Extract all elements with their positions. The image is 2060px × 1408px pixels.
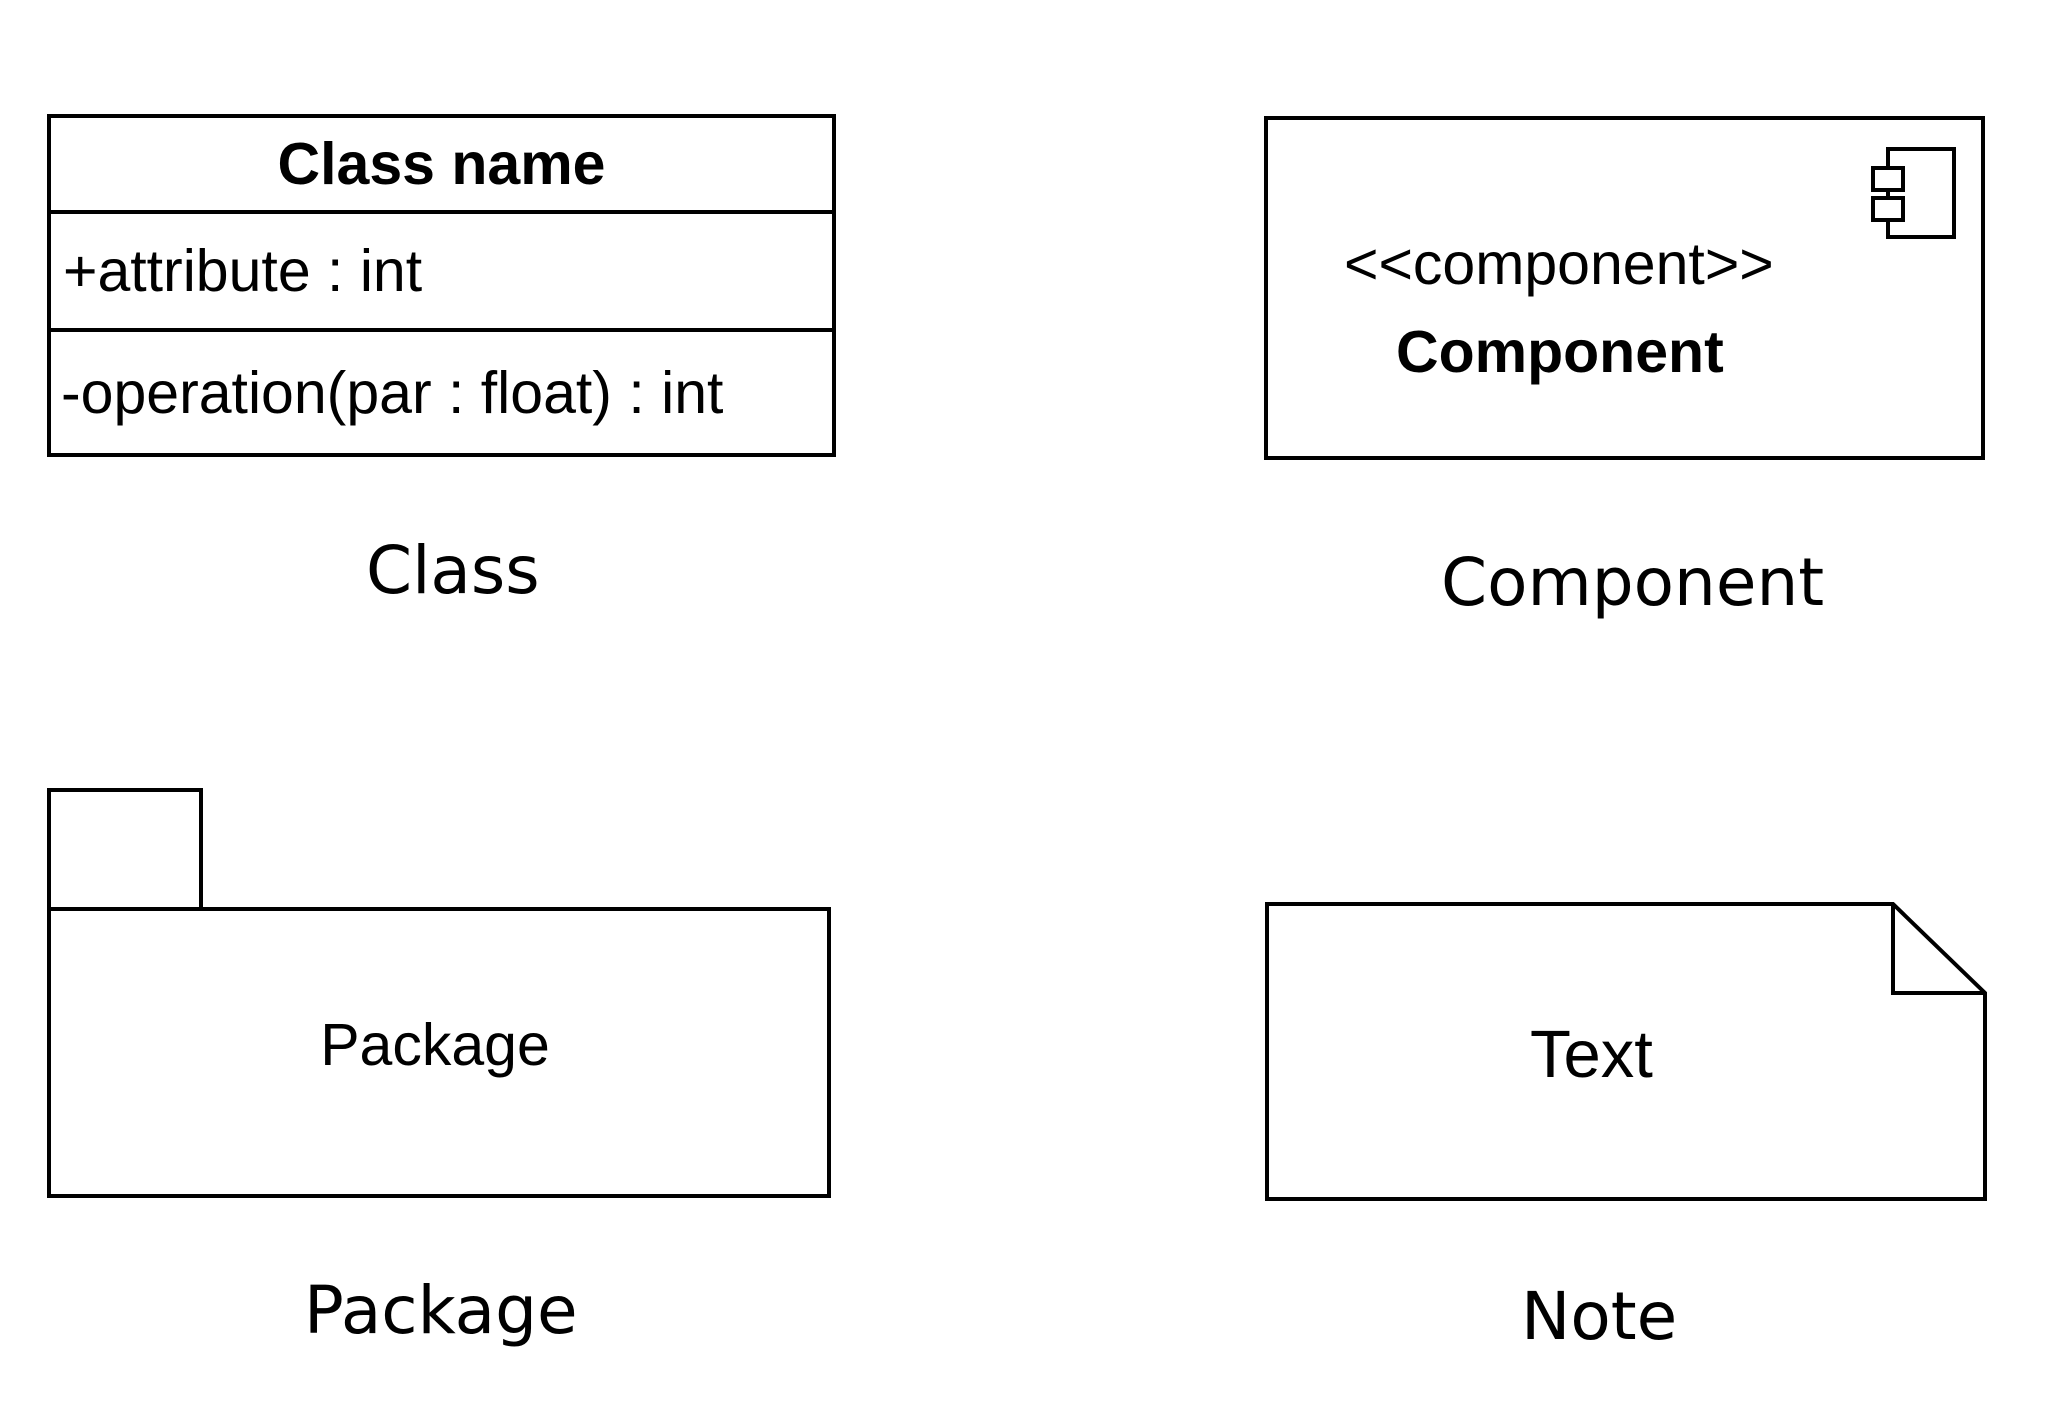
note-caption: Note	[1521, 1278, 1678, 1355]
package-tab[interactable]	[47, 788, 203, 914]
package-label: Package	[320, 1011, 550, 1078]
class-attribute: +attribute : int	[51, 214, 832, 332]
class-shape[interactable]: Class name +attribute : int -operation(p…	[47, 114, 836, 457]
package-shape[interactable]: Package	[47, 907, 831, 1198]
class-caption: Class	[366, 532, 540, 609]
component-name: Component	[1396, 319, 1724, 385]
class-name: Class name	[51, 118, 832, 214]
note-shape[interactable]	[1265, 902, 1989, 1203]
component-icon	[1871, 147, 1956, 239]
component-shape[interactable]: <<component>> Component	[1264, 116, 1985, 460]
class-operation: -operation(par : float) : int	[61, 359, 724, 426]
note-text: Text	[1530, 1017, 1653, 1092]
component-stereotype: <<component>>	[1344, 231, 1774, 297]
package-caption: Package	[304, 1272, 578, 1349]
component-caption: Component	[1441, 544, 1825, 621]
